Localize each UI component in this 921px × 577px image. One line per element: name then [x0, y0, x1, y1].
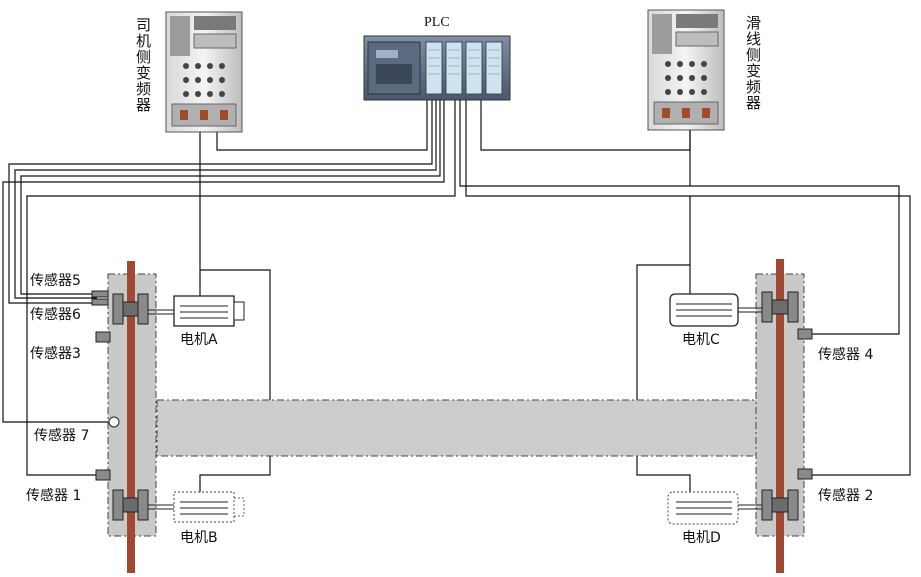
- sensor-6-icon: [91, 298, 109, 306]
- wire-plc-sensor7: [2, 100, 445, 423]
- wire-plc-sensor2: [465, 100, 911, 476]
- sensor-1-label: 传感器 1: [26, 487, 81, 504]
- wire-plc-vfd-left: [216, 100, 428, 151]
- vfd-left-label-char: 变: [136, 64, 151, 82]
- sensor-3-icon: [95, 331, 111, 343]
- motor-a-icon: [148, 295, 245, 327]
- wire-plc-sensor1: [26, 100, 456, 476]
- motor-d-icon: [667, 491, 762, 525]
- wire-vfd-right-motor-d: [636, 264, 691, 496]
- sensor-1-icon: [95, 469, 111, 481]
- left-end-truck: [107, 261, 157, 573]
- vfd-right-label-char: 侧: [746, 46, 761, 64]
- vfd-right-label: 滑 线 侧 变 频 器: [746, 14, 761, 112]
- sensor-5-label: 传感器5: [30, 272, 81, 289]
- right-wheel-top: [761, 291, 799, 323]
- vfd-left-label: 司 机 侧 变 频 器: [136, 16, 151, 114]
- wire-plc-left-1: [8, 100, 433, 304]
- vfd-left-cabinet-icon: [165, 11, 243, 133]
- wire-plc-left-2: [14, 100, 437, 299]
- plc-label: PLC: [424, 15, 450, 30]
- wire-vfd-left-motors: [199, 132, 271, 498]
- sensor-6-label: 传感器6: [30, 306, 81, 323]
- vfd-left-label-char: 司: [136, 16, 151, 34]
- sensor-7-icon: [108, 416, 120, 428]
- sensor-3-label: 传感器3: [30, 345, 81, 362]
- plc-unit-icon: [363, 35, 511, 101]
- vfd-left-label-char: 器: [136, 96, 151, 114]
- vfd-left-label-char: 机: [136, 32, 151, 50]
- motor-b-icon: [148, 491, 245, 523]
- motor-c-label: 电机C: [682, 332, 720, 348]
- sensor-4-label: 传感器 4: [818, 346, 873, 363]
- sensor-4-icon: [797, 328, 813, 340]
- vfd-left-label-char: 侧: [136, 48, 151, 66]
- motor-c-icon: [669, 293, 762, 327]
- left-wheel-bottom: [112, 489, 149, 521]
- sensor-7-label: 传感器 7: [34, 427, 89, 444]
- right-end-truck: [755, 259, 805, 573]
- right-rail: [776, 259, 784, 573]
- sensor-2-icon: [797, 468, 813, 480]
- vfd-right-label-char: 滑: [746, 14, 761, 32]
- left-rail: [127, 261, 135, 573]
- wire-plc-right: [459, 100, 900, 335]
- wire-plc-left-3: [20, 100, 441, 295]
- vfd-right-label-char: 变: [746, 62, 761, 80]
- wiring: [2, 100, 911, 498]
- motor-b-label: 电机B: [180, 530, 218, 546]
- vfd-left-label-char: 频: [136, 80, 151, 98]
- crane-beam: [156, 399, 758, 457]
- motor-d-label: 电机D: [682, 530, 721, 546]
- sensor-2-label: 传感器 2: [818, 487, 873, 504]
- vfd-right-label-char: 器: [746, 94, 761, 112]
- vfd-right-label-char: 线: [746, 30, 761, 48]
- motor-a-label: 电机A: [180, 332, 218, 348]
- left-wheel-top: [112, 293, 149, 325]
- vfd-right-label-char: 频: [746, 78, 761, 96]
- vfd-right-cabinet-icon: [647, 9, 725, 131]
- sensor-5-icon: [91, 290, 109, 298]
